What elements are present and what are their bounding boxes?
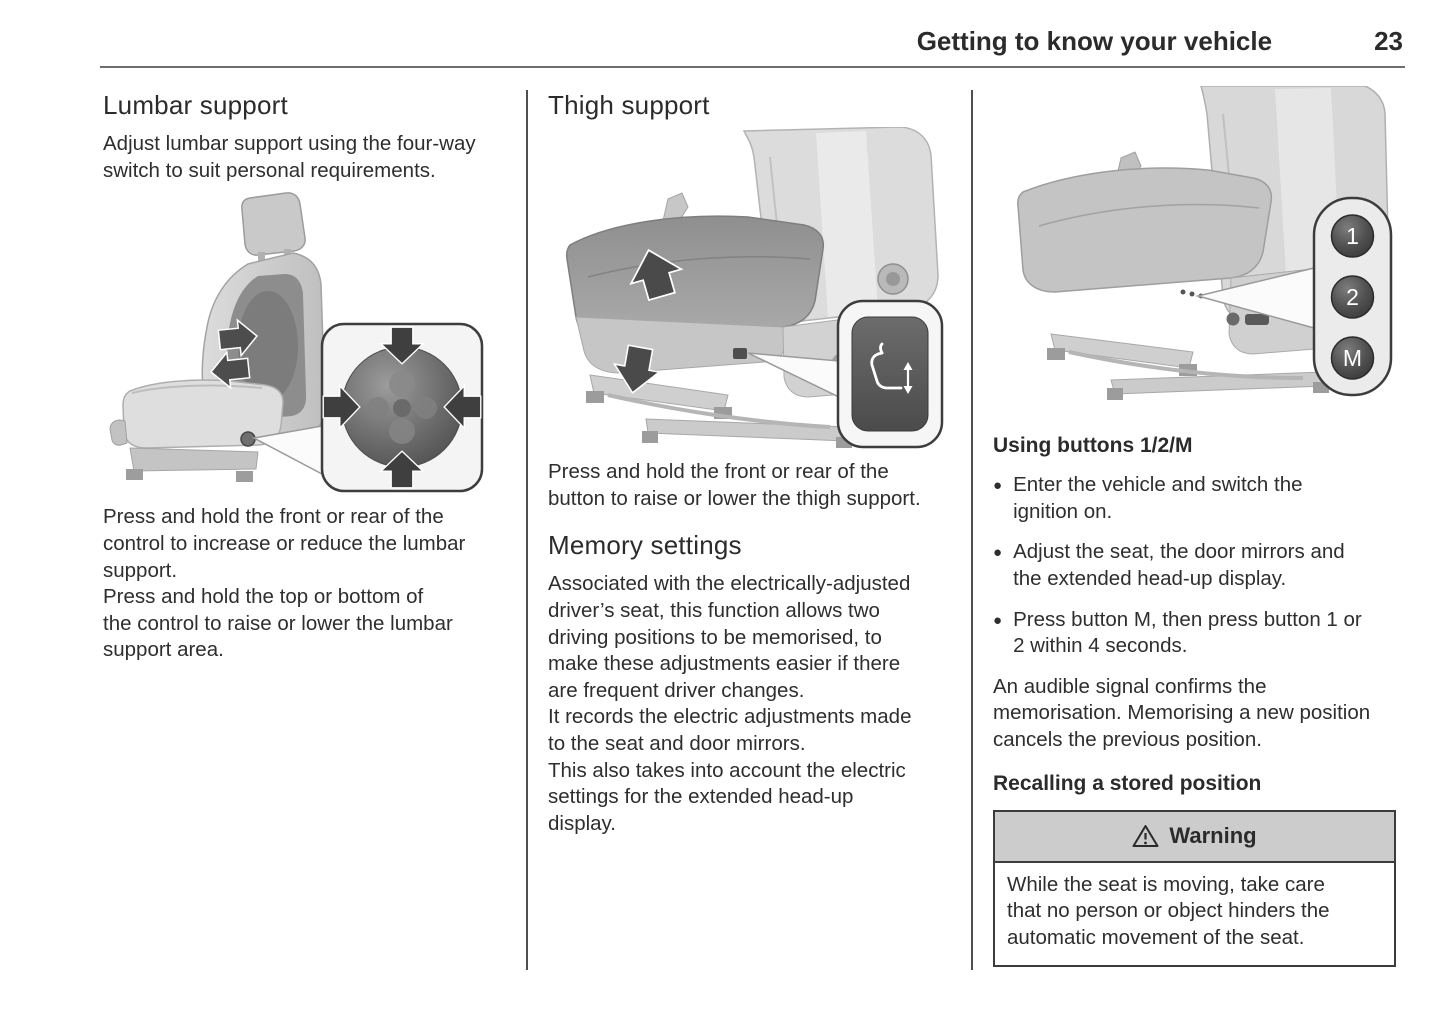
lumbar-forward-arrow-icon bbox=[217, 318, 259, 358]
four-way-pad-icon bbox=[320, 323, 484, 493]
memory-button-2-label: 2 bbox=[1346, 284, 1359, 310]
seat-profile-up-down-icon bbox=[870, 342, 913, 394]
column-divider bbox=[971, 90, 973, 970]
page-header: Getting to know your vehicle 23 bbox=[100, 0, 1405, 68]
warning-icon bbox=[1132, 824, 1159, 847]
instruction-list: ● Enter the vehicle and switch the ignit… bbox=[993, 472, 1396, 660]
content-area: Lumbar support Adjust lumbar support usi… bbox=[103, 86, 1396, 970]
warning-title: Warning bbox=[1169, 822, 1257, 848]
paragraph: An audible signal confirms the memorisat… bbox=[993, 674, 1371, 752]
lumbar-switch-knob bbox=[240, 431, 256, 448]
thigh-lower-arrow-icon bbox=[612, 344, 662, 394]
thigh-button-inset bbox=[836, 299, 944, 449]
memory-button-2: 2 bbox=[1330, 275, 1375, 319]
memory-button-m: M bbox=[1330, 336, 1375, 380]
thigh-support-illustration bbox=[565, 127, 944, 449]
thigh-raise-arrow-icon bbox=[629, 248, 684, 302]
page-title: Getting to know your vehicle bbox=[916, 26, 1273, 56]
memory-button-m-label: M bbox=[1343, 345, 1362, 371]
section-heading: Memory settings bbox=[548, 530, 742, 561]
list-item-text: Press button M, then press button 1 or 2… bbox=[1013, 607, 1362, 658]
page-number: 23 bbox=[1374, 26, 1403, 56]
memory-buttons-inset: 1 2 M bbox=[1312, 196, 1393, 397]
list-item: ● Press button M, then press button 1 or… bbox=[993, 607, 1396, 660]
seat-side-view bbox=[109, 192, 326, 483]
bullet-icon: ● bbox=[993, 611, 1003, 629]
memory-button-1: 1 bbox=[1330, 214, 1375, 258]
lumbar-backward-arrow-icon bbox=[209, 350, 251, 390]
column-divider bbox=[526, 90, 528, 970]
list-item: ● Enter the vehicle and switch the ignit… bbox=[993, 472, 1396, 525]
lumbar-seat-illustration bbox=[109, 192, 484, 493]
list-item: ● Adjust the seat, the door mirrors and … bbox=[993, 539, 1396, 592]
memory-button-1-label: 1 bbox=[1346, 223, 1359, 249]
paragraph: Press and hold the top or bottom of the … bbox=[103, 585, 453, 662]
paragraph: Associated with the electrically-adjuste… bbox=[548, 572, 911, 702]
section-heading: Lumbar support bbox=[103, 90, 288, 120]
warning-text: While the seat is moving, take care that… bbox=[1007, 872, 1330, 950]
column-thigh-support: Thigh support bbox=[548, 88, 951, 970]
column-memory-settings: 1 2 M Using buttons 1/2/M ● Enter the ve… bbox=[993, 86, 1396, 970]
sub-heading: Using buttons 1/2/M bbox=[993, 434, 1193, 457]
section-heading: Thigh support bbox=[548, 90, 710, 120]
column-lumbar-support: Lumbar support Adjust lumbar support usi… bbox=[103, 88, 506, 970]
paragraph: Press and hold the front or rear of the … bbox=[548, 460, 921, 510]
list-item-text: Enter the vehicle and switch the ignitio… bbox=[1013, 473, 1303, 523]
warning-header: Warning bbox=[995, 811, 1394, 863]
memory-buttons-illustration: 1 2 M bbox=[1017, 86, 1393, 400]
bullet-icon: ● bbox=[993, 477, 1003, 494]
paragraph: Press and hold the front or rear of the … bbox=[103, 505, 466, 582]
warning-box: Warning While the seat is moving, take c… bbox=[993, 809, 1396, 967]
paragraph: Adjust lumbar support using the four-way… bbox=[103, 132, 476, 182]
paragraph: It records the electric adjustments made… bbox=[548, 705, 912, 756]
paragraph: This also takes into account the electri… bbox=[548, 758, 906, 836]
sub-heading: Recalling a stored position bbox=[993, 771, 1262, 795]
bullet-icon: ● bbox=[993, 544, 1003, 562]
list-item-text: Adjust the seat, the door mirrors and th… bbox=[1013, 540, 1345, 590]
warning-body: While the seat is moving, take care that… bbox=[995, 863, 1394, 965]
thigh-support-switch bbox=[733, 348, 747, 359]
